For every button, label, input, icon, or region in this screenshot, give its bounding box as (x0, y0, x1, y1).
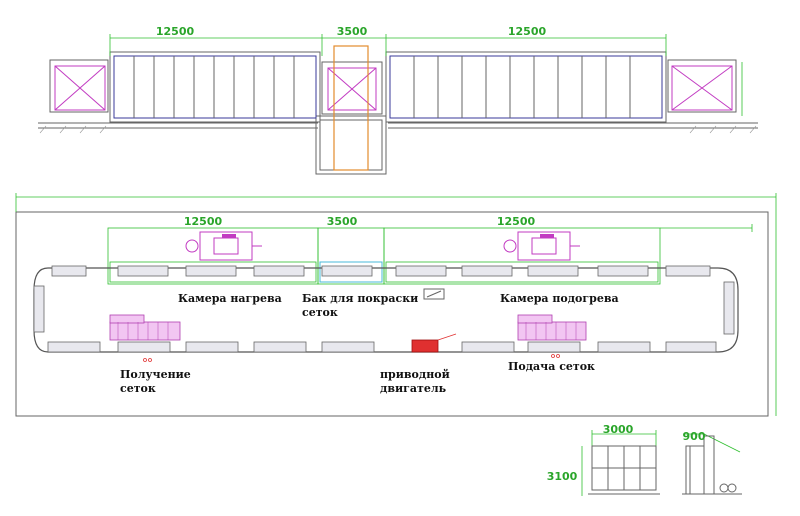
label-drive-line1: приводной (380, 368, 450, 381)
detail-height-dim: 3100 (547, 470, 578, 483)
elevation-dim-center: 3500 (337, 25, 368, 38)
plan-dim-center: 3500 (327, 215, 358, 228)
label-paint-tank-line1: Бак для покраски (302, 292, 418, 305)
drive-motor (411, 339, 439, 353)
label-preheat-chamber: Камера подогрева (500, 292, 619, 305)
elevation-dim-right: 12500 (508, 25, 547, 38)
net-stack-right (517, 314, 587, 341)
elevation-dim-left: 12500 (156, 25, 195, 38)
label-drive-line2: двигатель (380, 382, 447, 395)
label-paint-tank-line2: сеток (302, 306, 338, 319)
label-heating-chamber: Камера нагрева (178, 292, 282, 305)
label-receiving-line1: Получение (120, 368, 191, 381)
label-receiving-line2: сеток (120, 382, 156, 395)
heating-unit-right (503, 231, 580, 261)
detail-side-dim: 900 (683, 430, 706, 443)
detail-width-dim: 3000 (603, 423, 634, 436)
plan-view (15, 193, 777, 417)
net-stack-left (109, 314, 181, 341)
elevation-view (38, 34, 758, 175)
control-box-icon (423, 288, 445, 300)
plan-dim-right: 12500 (497, 215, 536, 228)
label-feeding: Подача сеток (508, 360, 595, 373)
plan-dim-left: 12500 (184, 215, 223, 228)
heating-unit-left (185, 231, 262, 261)
detail-side-view (682, 433, 742, 495)
detail-front-view (581, 430, 660, 496)
